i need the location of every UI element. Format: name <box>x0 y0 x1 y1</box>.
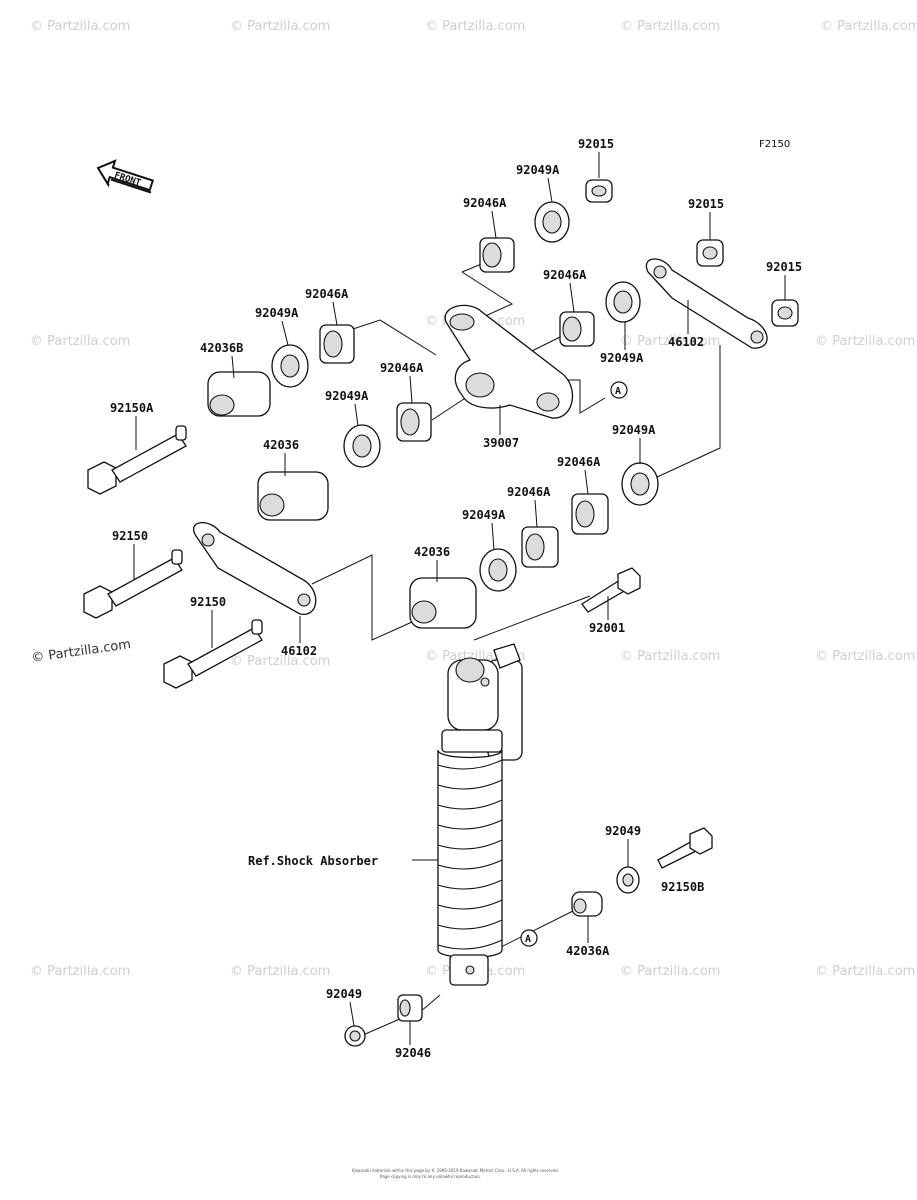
watermark: © Partzilla.com <box>620 649 720 664</box>
label-92150B: 92150B <box>661 880 704 894</box>
label-92049A: 92049A <box>600 351 644 365</box>
label-92046A: 92046A <box>543 268 587 282</box>
label-92049: 92049 <box>605 824 641 838</box>
label-39007: 39007 <box>483 436 519 450</box>
watermark: © Partzilla.com <box>230 654 330 669</box>
part-42036-left-sleeve <box>257 471 329 521</box>
label-92046A: 92046A <box>507 485 551 499</box>
part-92046A-lower <box>521 526 559 568</box>
label-92049A: 92049A <box>462 508 506 522</box>
watermark: © Partzilla.com <box>820 19 917 34</box>
part-46102-left-link <box>193 522 317 615</box>
label-92150: 92150 <box>190 595 226 609</box>
watermark: © Partzilla.com <box>30 964 130 979</box>
front-arrow-icon: FRONT <box>96 159 155 194</box>
part-labels: 92015 92049A 92046A 92015 92015 92046A 9… <box>110 137 802 1060</box>
part-92150A-bolt <box>87 425 187 495</box>
figure-code: F2150 <box>759 139 790 150</box>
label-92150: 92150 <box>112 529 148 543</box>
watermark: © Partzilla.com <box>230 19 330 34</box>
part-92015-top <box>585 179 613 203</box>
part-39007-rocker-arm <box>444 304 574 419</box>
watermark: © Partzilla.com <box>425 19 525 34</box>
part-92046-bottom <box>397 994 423 1022</box>
part-92049A-right <box>605 281 641 323</box>
label-92015: 92015 <box>766 260 802 274</box>
watermark: © Partzilla.com <box>30 334 130 349</box>
part-92049-bottom <box>344 1025 366 1047</box>
label-42036A: 42036A <box>566 944 610 958</box>
part-42036A-sleeve <box>571 891 603 917</box>
label-92046A: 92046A <box>463 196 507 210</box>
label-92046A: 92046A <box>557 455 601 469</box>
svg-text:A: A <box>615 386 621 397</box>
leader-lines <box>311 257 721 1036</box>
label-92049A: 92049A <box>516 163 560 177</box>
watermark: © Partzilla.com <box>815 964 915 979</box>
part-92046A-center <box>396 402 432 442</box>
part-92015-right <box>771 299 799 327</box>
part-92150-bolt-a <box>83 549 183 619</box>
part-92049A-lower-right <box>621 462 659 506</box>
part-92046A-left <box>319 324 355 364</box>
label-92049A: 92049A <box>255 306 299 320</box>
part-92150B-bolt <box>657 827 713 869</box>
shock-absorber <box>437 643 523 986</box>
label-92049A: 92049A <box>325 389 369 403</box>
svg-text:A: A <box>525 934 531 945</box>
part-92049A-left <box>271 344 309 388</box>
part-92046A-right <box>559 311 595 347</box>
part-46102-right-link <box>645 258 768 349</box>
watermark: © Partzilla.com <box>815 649 915 664</box>
label-92015: 92015 <box>578 137 614 151</box>
part-92046A-lower-right <box>571 493 609 535</box>
copyright-line-1: Kawasaki materials within this page by ©… <box>352 1168 559 1173</box>
label-92046A: 92046A <box>380 361 424 375</box>
shock-spring <box>437 759 503 950</box>
copyright-line-2: Page copying is only to any unlawful rep… <box>380 1174 481 1179</box>
label-92046A: 92046A <box>305 287 349 301</box>
watermark-dark: © Partzilla.com <box>30 637 131 666</box>
label-92150A: 92150A <box>110 401 154 415</box>
label-92015: 92015 <box>688 197 724 211</box>
part-42036-center-sleeve <box>409 577 477 629</box>
watermark: © Partzilla.com <box>620 964 720 979</box>
part-92049A-top <box>534 201 570 243</box>
part-92049-right <box>616 866 640 894</box>
connector-marker-a-lower: A <box>520 929 538 947</box>
label-46102: 46102 <box>668 335 704 349</box>
label-42036: 42036 <box>414 545 450 559</box>
part-42036B-sleeve <box>207 371 271 417</box>
label-ref-shock-absorber: Ref.Shock Absorber <box>248 854 378 868</box>
label-92046: 92046 <box>395 1046 431 1060</box>
label-92001: 92001 <box>589 621 625 635</box>
label-42036B: 42036B <box>200 341 243 355</box>
label-92049: 92049 <box>326 987 362 1001</box>
part-92046A-top <box>479 237 515 273</box>
watermark: © Partzilla.com <box>620 334 720 349</box>
connector-marker-a-upper: A <box>610 381 628 399</box>
watermark: © Partzilla.com <box>620 19 720 34</box>
watermark: © Partzilla.com <box>230 964 330 979</box>
label-92049A: 92049A <box>612 423 656 437</box>
label-42036: 42036 <box>263 438 299 452</box>
part-92150-bolt-b <box>163 619 263 689</box>
part-92001-bolt <box>581 567 641 613</box>
watermark: © Partzilla.com <box>815 334 915 349</box>
part-92015-mid <box>696 239 724 267</box>
label-46102: 46102 <box>281 644 317 658</box>
watermark: © Partzilla.com <box>30 19 130 34</box>
part-92049A-center <box>343 424 381 468</box>
part-92049A-lower <box>479 548 517 592</box>
